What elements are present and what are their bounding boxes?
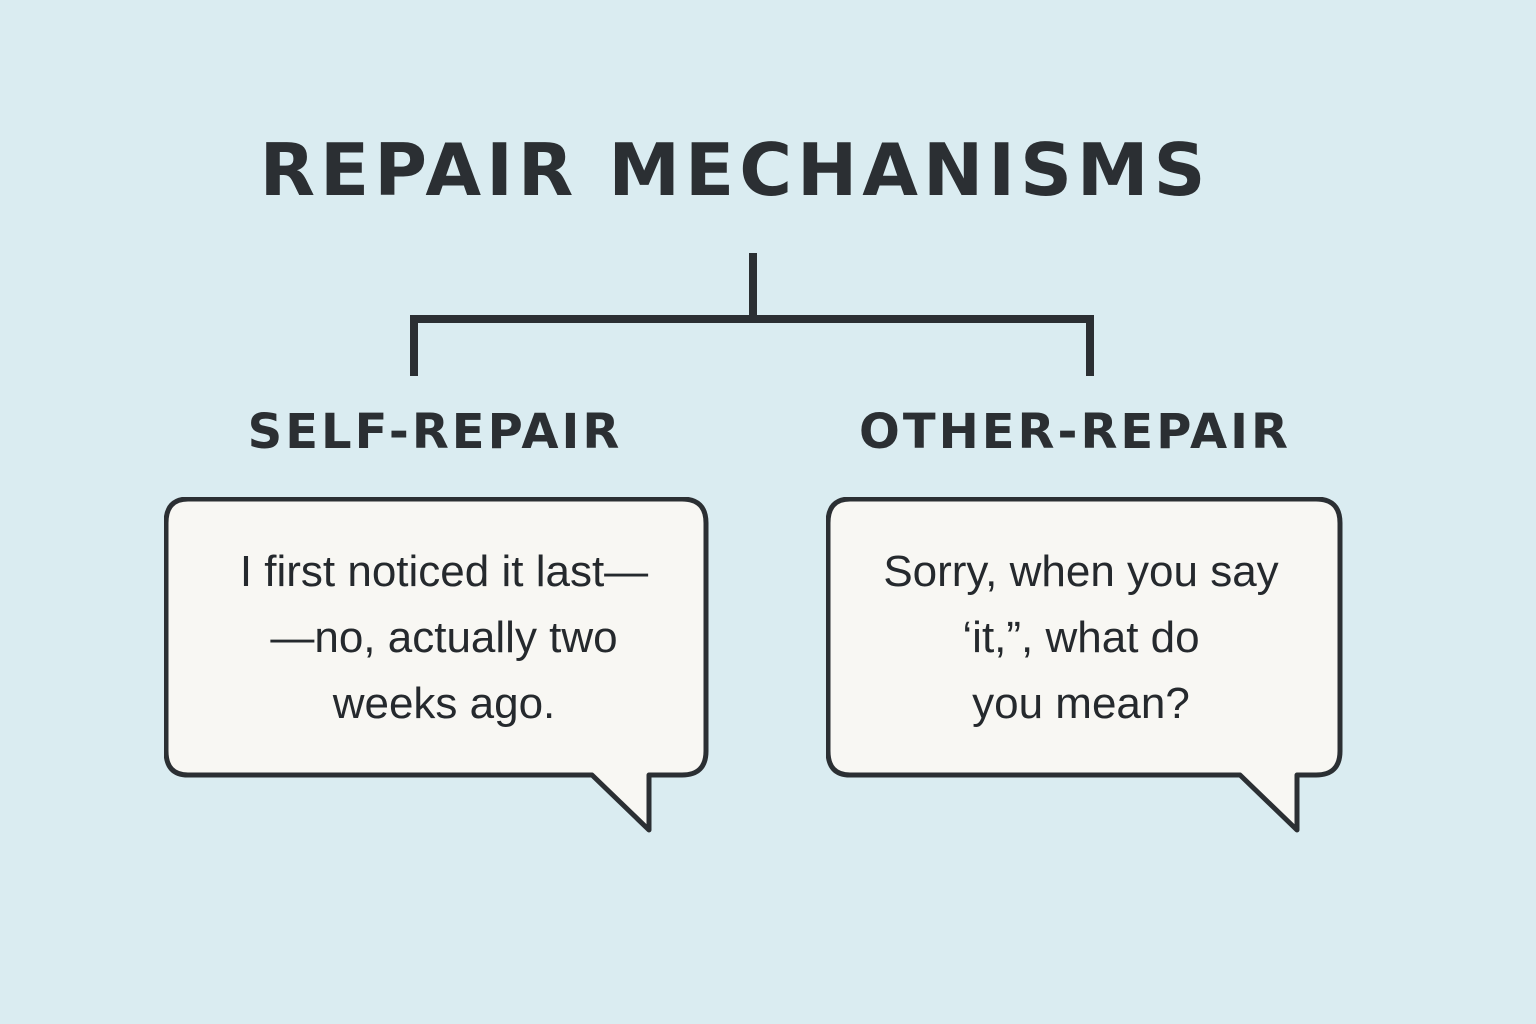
utterance-line: —no, actually two: [270, 613, 618, 662]
self-repair-utterance: I first noticed it last— —no, actually t…: [214, 539, 674, 737]
utterance-line: you mean?: [972, 679, 1190, 728]
diagram-title: REPAIR MECHANISMS: [259, 128, 1211, 212]
speech-bubble-icon: [826, 497, 1343, 833]
utterance-line: weeks ago.: [332, 679, 556, 728]
utterance-line: I first noticed it last—: [239, 547, 649, 596]
self-repair-heading: SELF-REPAIR: [247, 404, 623, 460]
utterance-line: ‘it,”, what do: [962, 613, 1200, 662]
speech-bubble-icon: [164, 497, 709, 833]
other-repair-utterance: Sorry, when you say ‘it,”, what do you m…: [866, 539, 1296, 737]
other-repair-heading: OTHER-REPAIR: [859, 404, 1291, 460]
utterance-line: Sorry, when you say: [883, 547, 1279, 596]
branch-bar: [410, 315, 1094, 376]
other-repair-speech-bubble: Sorry, when you say ‘it,”, what do you m…: [826, 497, 1344, 833]
self-repair-speech-bubble: I first noticed it last— —no, actually t…: [164, 497, 710, 833]
